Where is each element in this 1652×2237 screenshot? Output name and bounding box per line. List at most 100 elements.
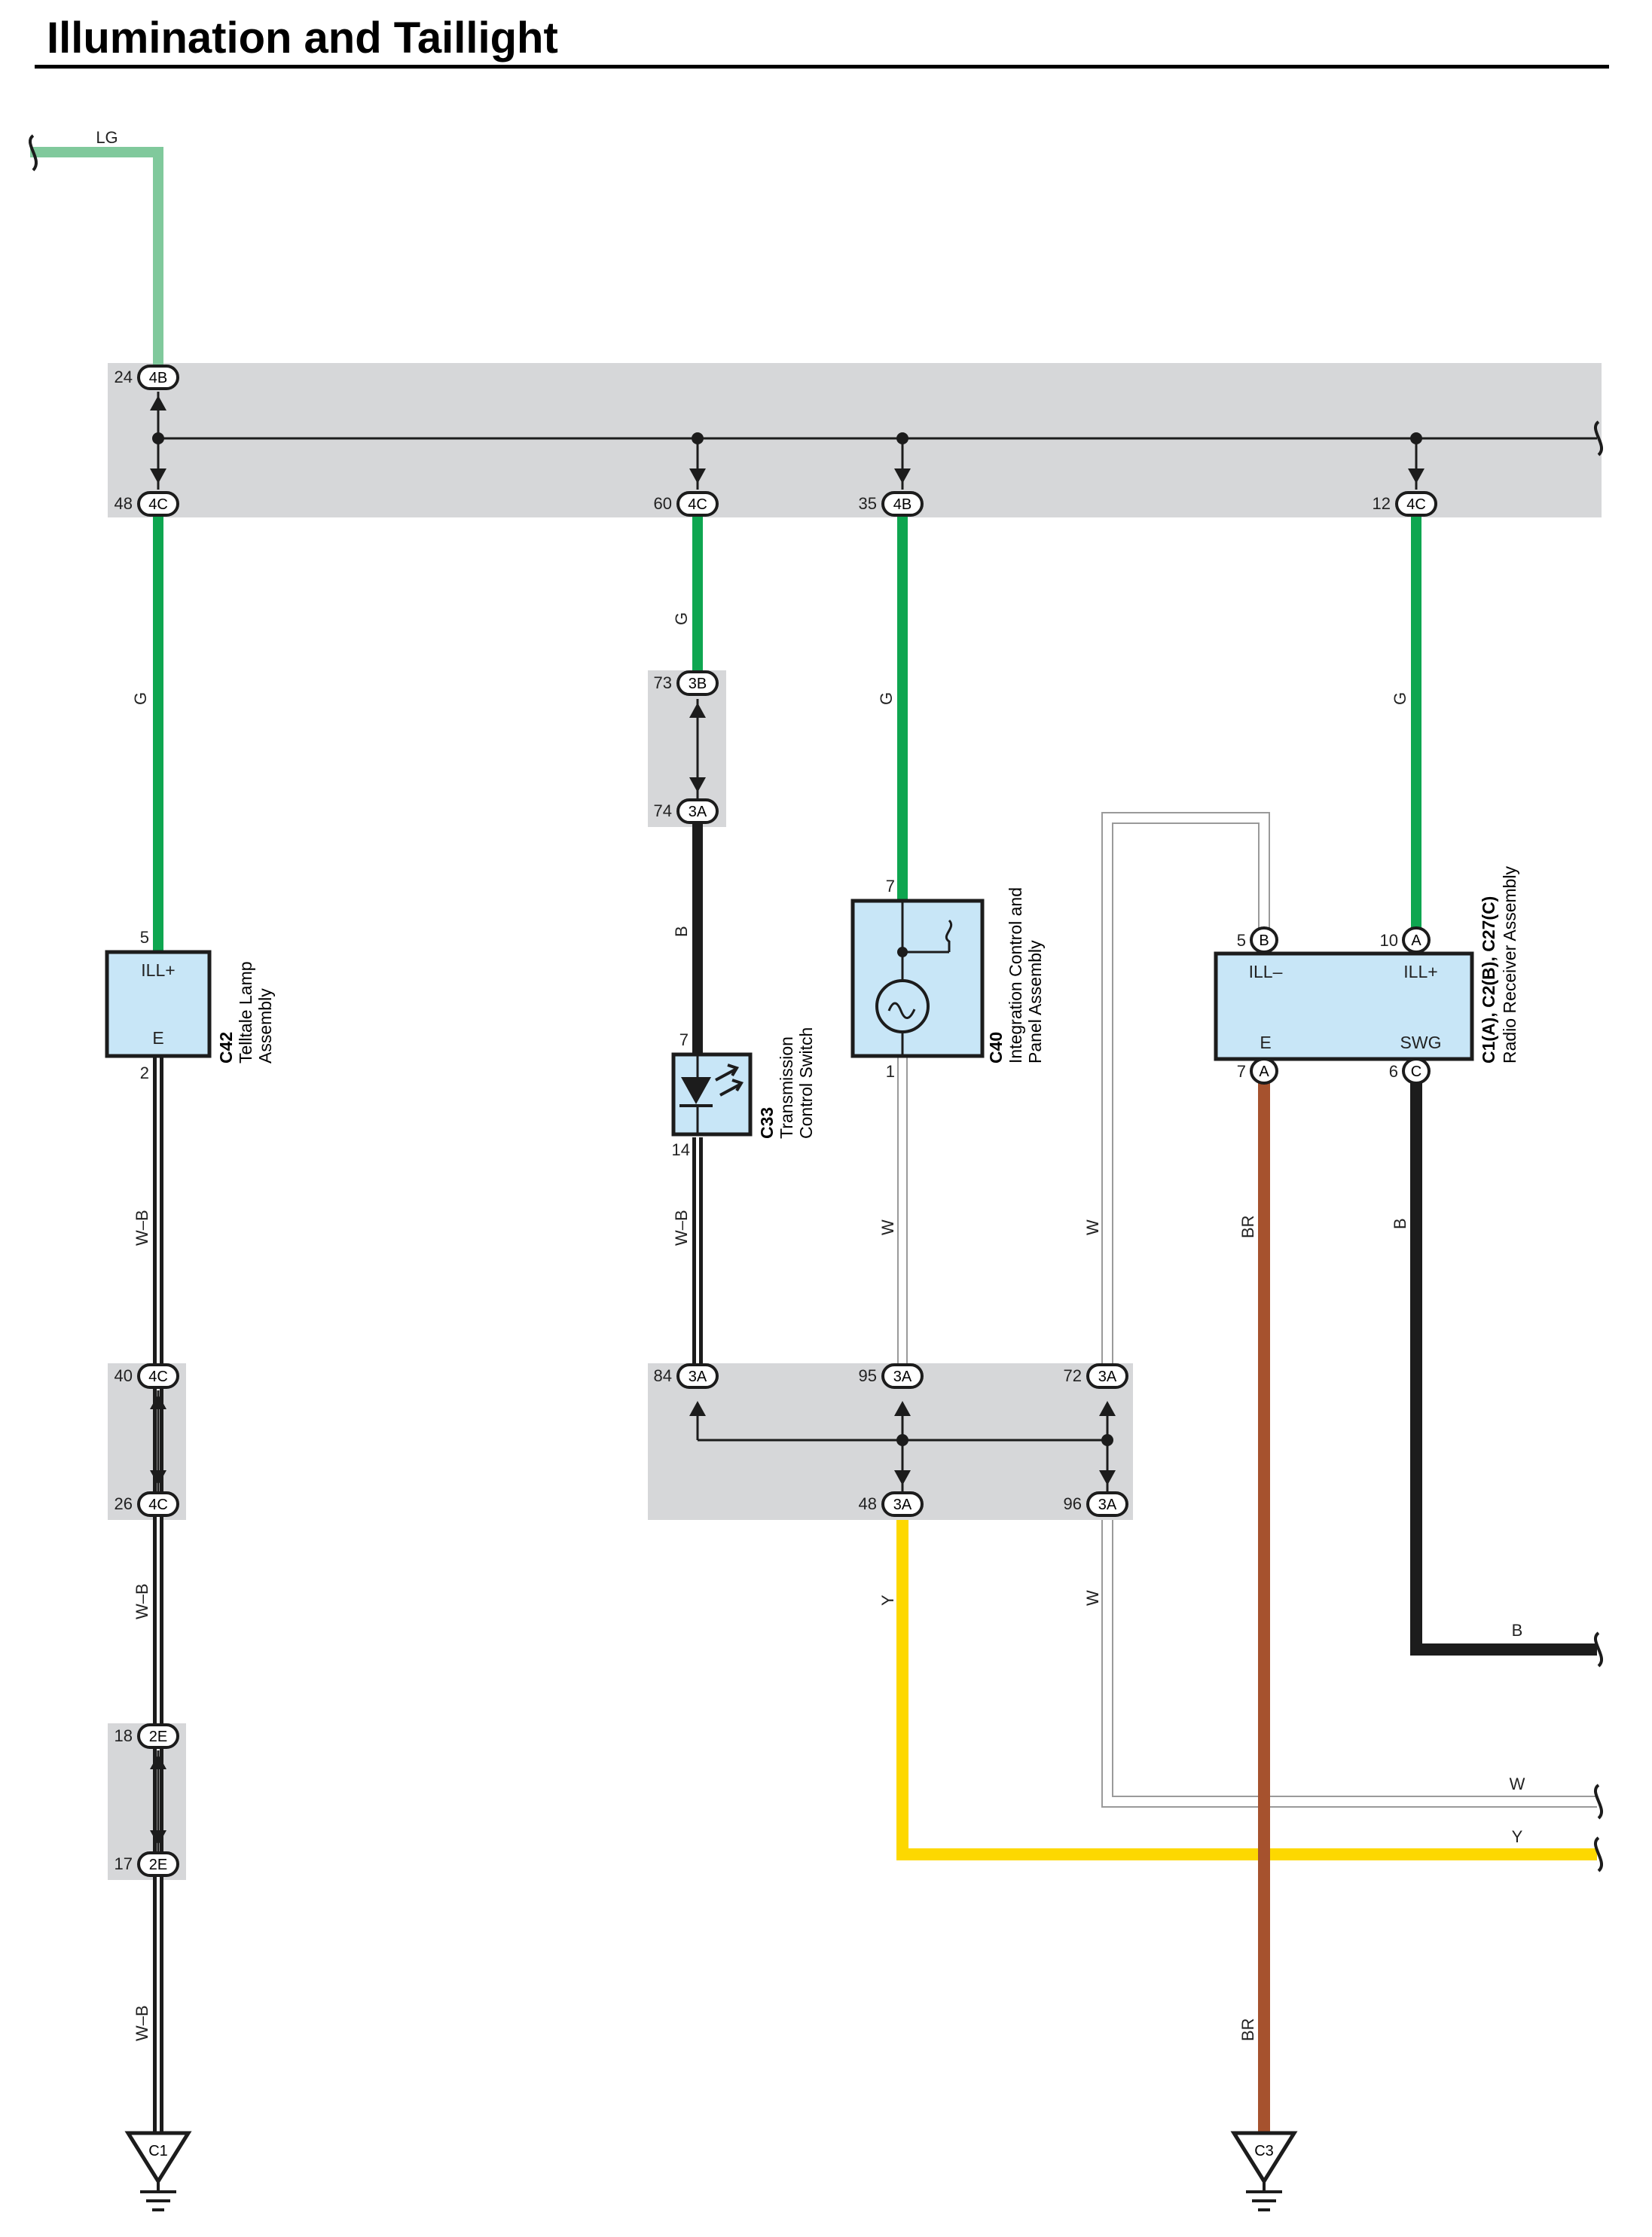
terminal-label: E	[1260, 1033, 1271, 1052]
connector-code: 4C	[148, 1369, 168, 1385]
connector-code: 4C	[1406, 496, 1426, 513]
wire-lg	[30, 147, 163, 368]
wire-label: Y	[1512, 1827, 1523, 1846]
connector-code: 3A	[893, 1369, 912, 1385]
connector-code: B	[1259, 932, 1269, 949]
pin-number: 6	[1389, 1062, 1398, 1081]
component-id: C42	[216, 1032, 236, 1064]
component-name: Integration Control and	[1006, 887, 1025, 1064]
component-name: Panel Assembly	[1025, 940, 1045, 1064]
pin-number: 60	[654, 494, 672, 513]
component-name: Radio Receiver Assembly	[1500, 865, 1519, 1064]
connector-code: 3A	[689, 1369, 707, 1385]
pin-number: 73	[654, 673, 672, 692]
wire-label: BR	[1238, 2018, 1257, 2041]
wire-label: W	[1510, 1775, 1525, 1793]
component-c40: 7 1 C40 Integration Control and Panel As…	[850, 877, 1045, 1081]
connector-code: 3B	[689, 676, 707, 692]
wire-label: G	[131, 692, 150, 705]
wire-labels: LG G W–B W–B W–B G B W–B G W Y W W G B B…	[96, 128, 1525, 2041]
pin-number: 12	[1373, 494, 1391, 513]
pin-number: 7	[886, 877, 895, 896]
pin-number: 26	[115, 1494, 133, 1513]
pin-number: 72	[1064, 1366, 1082, 1385]
connector-code: 3A	[893, 1497, 912, 1513]
component-id: C1(A), C2(B), C27(C)	[1479, 896, 1498, 1064]
terminal-label: SWG	[1400, 1033, 1442, 1052]
wire-label: G	[672, 612, 691, 625]
pin-numbers: 24 48 60 35 12 73 74 40 26 18 17 84 95 7…	[115, 368, 1391, 1873]
wire-y	[896, 1520, 1597, 1860]
wire-label: B	[1512, 1621, 1523, 1640]
connectors	[137, 365, 1437, 1877]
pin-number: 96	[1064, 1494, 1082, 1513]
ground-icon	[124, 2131, 192, 2185]
connector-code: 2E	[149, 1729, 167, 1745]
break-b-right	[1593, 1631, 1604, 1668]
ground-label: C1	[148, 2143, 168, 2159]
terminal-label: ILL+	[1403, 962, 1437, 981]
connector-code: A	[1259, 1064, 1269, 1080]
connector-code: 3A	[1098, 1369, 1117, 1385]
wire-label: B	[672, 926, 691, 937]
terminal-label: E	[152, 1028, 163, 1048]
pin-number: 18	[115, 1726, 133, 1745]
connector-codes: 4B 4C 4C 4B 4C 3B 3A 4C 4C 2E 2E 3A 3A 3…	[148, 370, 1426, 1873]
pin-number: 10	[1380, 931, 1398, 950]
pin-number: 14	[672, 1140, 690, 1159]
wire-label: Y	[878, 1595, 897, 1606]
page-title: Illumination and Taillight	[47, 14, 558, 63]
break-bus-right	[1593, 420, 1604, 456]
wire-label: W–B	[133, 1210, 151, 1246]
break-y-right	[1593, 1836, 1604, 1872]
pin-number: 24	[115, 368, 133, 386]
wire-label: W–B	[133, 1583, 151, 1619]
pin-number: 40	[115, 1366, 133, 1385]
component-radio-receiver: B A A C 5 10 7 6 ILL– ILL+ E SWG C1(A), …	[1214, 865, 1519, 1085]
pin-number: 5	[140, 928, 149, 947]
wire-label: W–B	[133, 2005, 151, 2041]
connector-code: 2E	[149, 1857, 167, 1873]
ground-label: C3	[1254, 2143, 1274, 2159]
led-icon	[681, 1077, 711, 1104]
pin-number: 7	[679, 1030, 689, 1049]
pin-number: 17	[115, 1854, 133, 1873]
wires	[28, 134, 1604, 2133]
pin-number: 35	[859, 494, 877, 513]
pin-number: 2	[140, 1064, 149, 1082]
ground-icon	[1230, 2131, 1298, 2185]
pin-number: 7	[1237, 1062, 1246, 1081]
connector-code: C	[1411, 1064, 1421, 1080]
component-id: C40	[986, 1032, 1006, 1064]
wire-label: G	[1391, 692, 1409, 705]
ground-c3: C3	[1230, 2131, 1298, 2211]
wire-w-loop	[1101, 812, 1270, 1363]
break-w-right	[1593, 1784, 1604, 1820]
wire-label: G	[877, 692, 896, 705]
wire-label: BR	[1238, 1215, 1257, 1238]
terminal-label: ILL+	[141, 960, 175, 980]
connector-code: 3A	[689, 804, 707, 820]
pin-number: 95	[859, 1366, 877, 1385]
component-id: C33	[757, 1107, 777, 1139]
component-c33: 7 14 C33 Transmission Control Switch	[671, 1027, 816, 1159]
junction-blocks	[108, 363, 1602, 1880]
title-underline	[35, 65, 1609, 69]
connector-code: A	[1411, 932, 1421, 949]
pin-number: 1	[886, 1062, 895, 1081]
wire-label: W	[1083, 1590, 1102, 1606]
component-name: Telltale Lamp	[236, 961, 255, 1064]
pin-number: 48	[859, 1494, 877, 1513]
wire-label: W	[1083, 1219, 1102, 1235]
wire-b-radio	[1410, 1070, 1597, 1656]
connector-code: 4C	[148, 496, 168, 513]
wire-label: B	[1391, 1218, 1409, 1229]
light-emission-icon	[715, 1064, 739, 1082]
connector-code: 4B	[893, 496, 912, 513]
component-name: Transmission	[777, 1036, 796, 1139]
connector-code: 4B	[149, 370, 167, 386]
component-name: Control Switch	[796, 1027, 816, 1139]
terminal-label: ILL–	[1249, 962, 1283, 981]
wire-label: W–B	[672, 1210, 691, 1246]
